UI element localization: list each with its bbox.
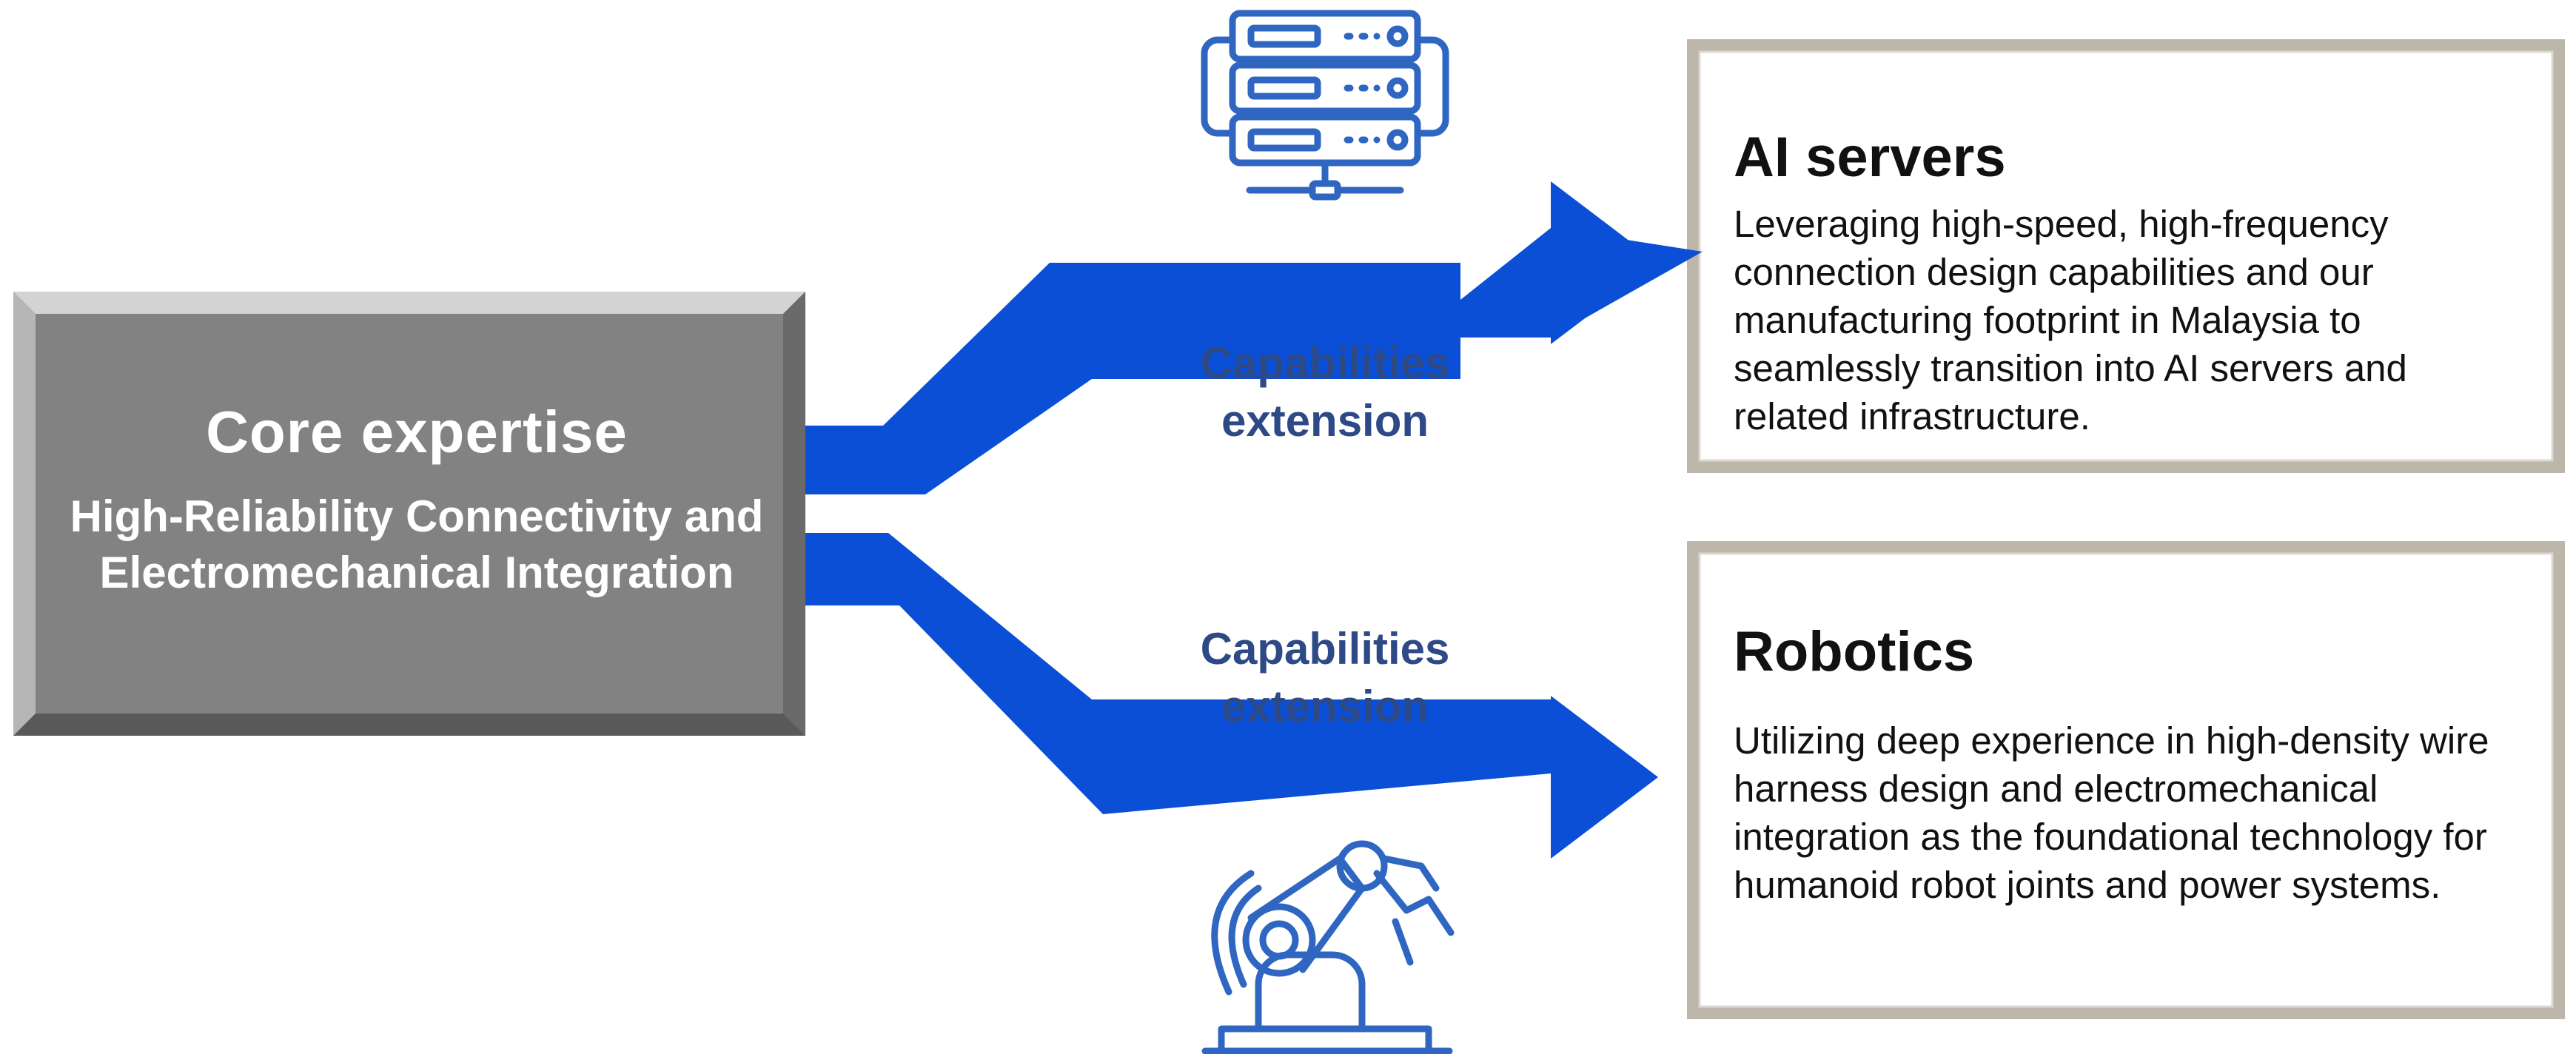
robotics-description: Utilizing deep experience in high-densit… [1734,719,2489,906]
upper-extension-arrow [803,228,1703,494]
lower-extension-label: Capabilities extension [1200,624,1450,731]
core-expertise-subtitle: High-Reliability Connectivity and Electr… [70,491,764,597]
server-rack-icon [1201,10,1449,201]
ai-servers-description: Leveraging high-speed, high-frequency co… [1734,203,2407,437]
ai-servers-title: AI servers [1734,126,2006,189]
robotics-title: Robotics [1734,620,1975,683]
upper-arrow-head [1551,181,1658,344]
upper-extension-label: Capabilities extension [1200,338,1450,446]
core-expertise-title: Core expertise [206,399,628,465]
lower-arrow-head [1551,696,1658,859]
robotics-card: Robotics Utilizing deep experience in hi… [1734,620,2518,909]
lower-extension-arrow [803,533,1551,814]
ai-servers-card: AI servers Leveraging high-speed, high-f… [1734,126,2518,440]
robot-arm-icon [1201,840,1455,1054]
core-expertise-text: Core expertise High-Reliability Connecti… [28,318,805,718]
ai-servers-card-frame [1687,39,2565,473]
robotics-card-frame [1687,541,2565,1019]
core-expertise-box [13,292,805,736]
